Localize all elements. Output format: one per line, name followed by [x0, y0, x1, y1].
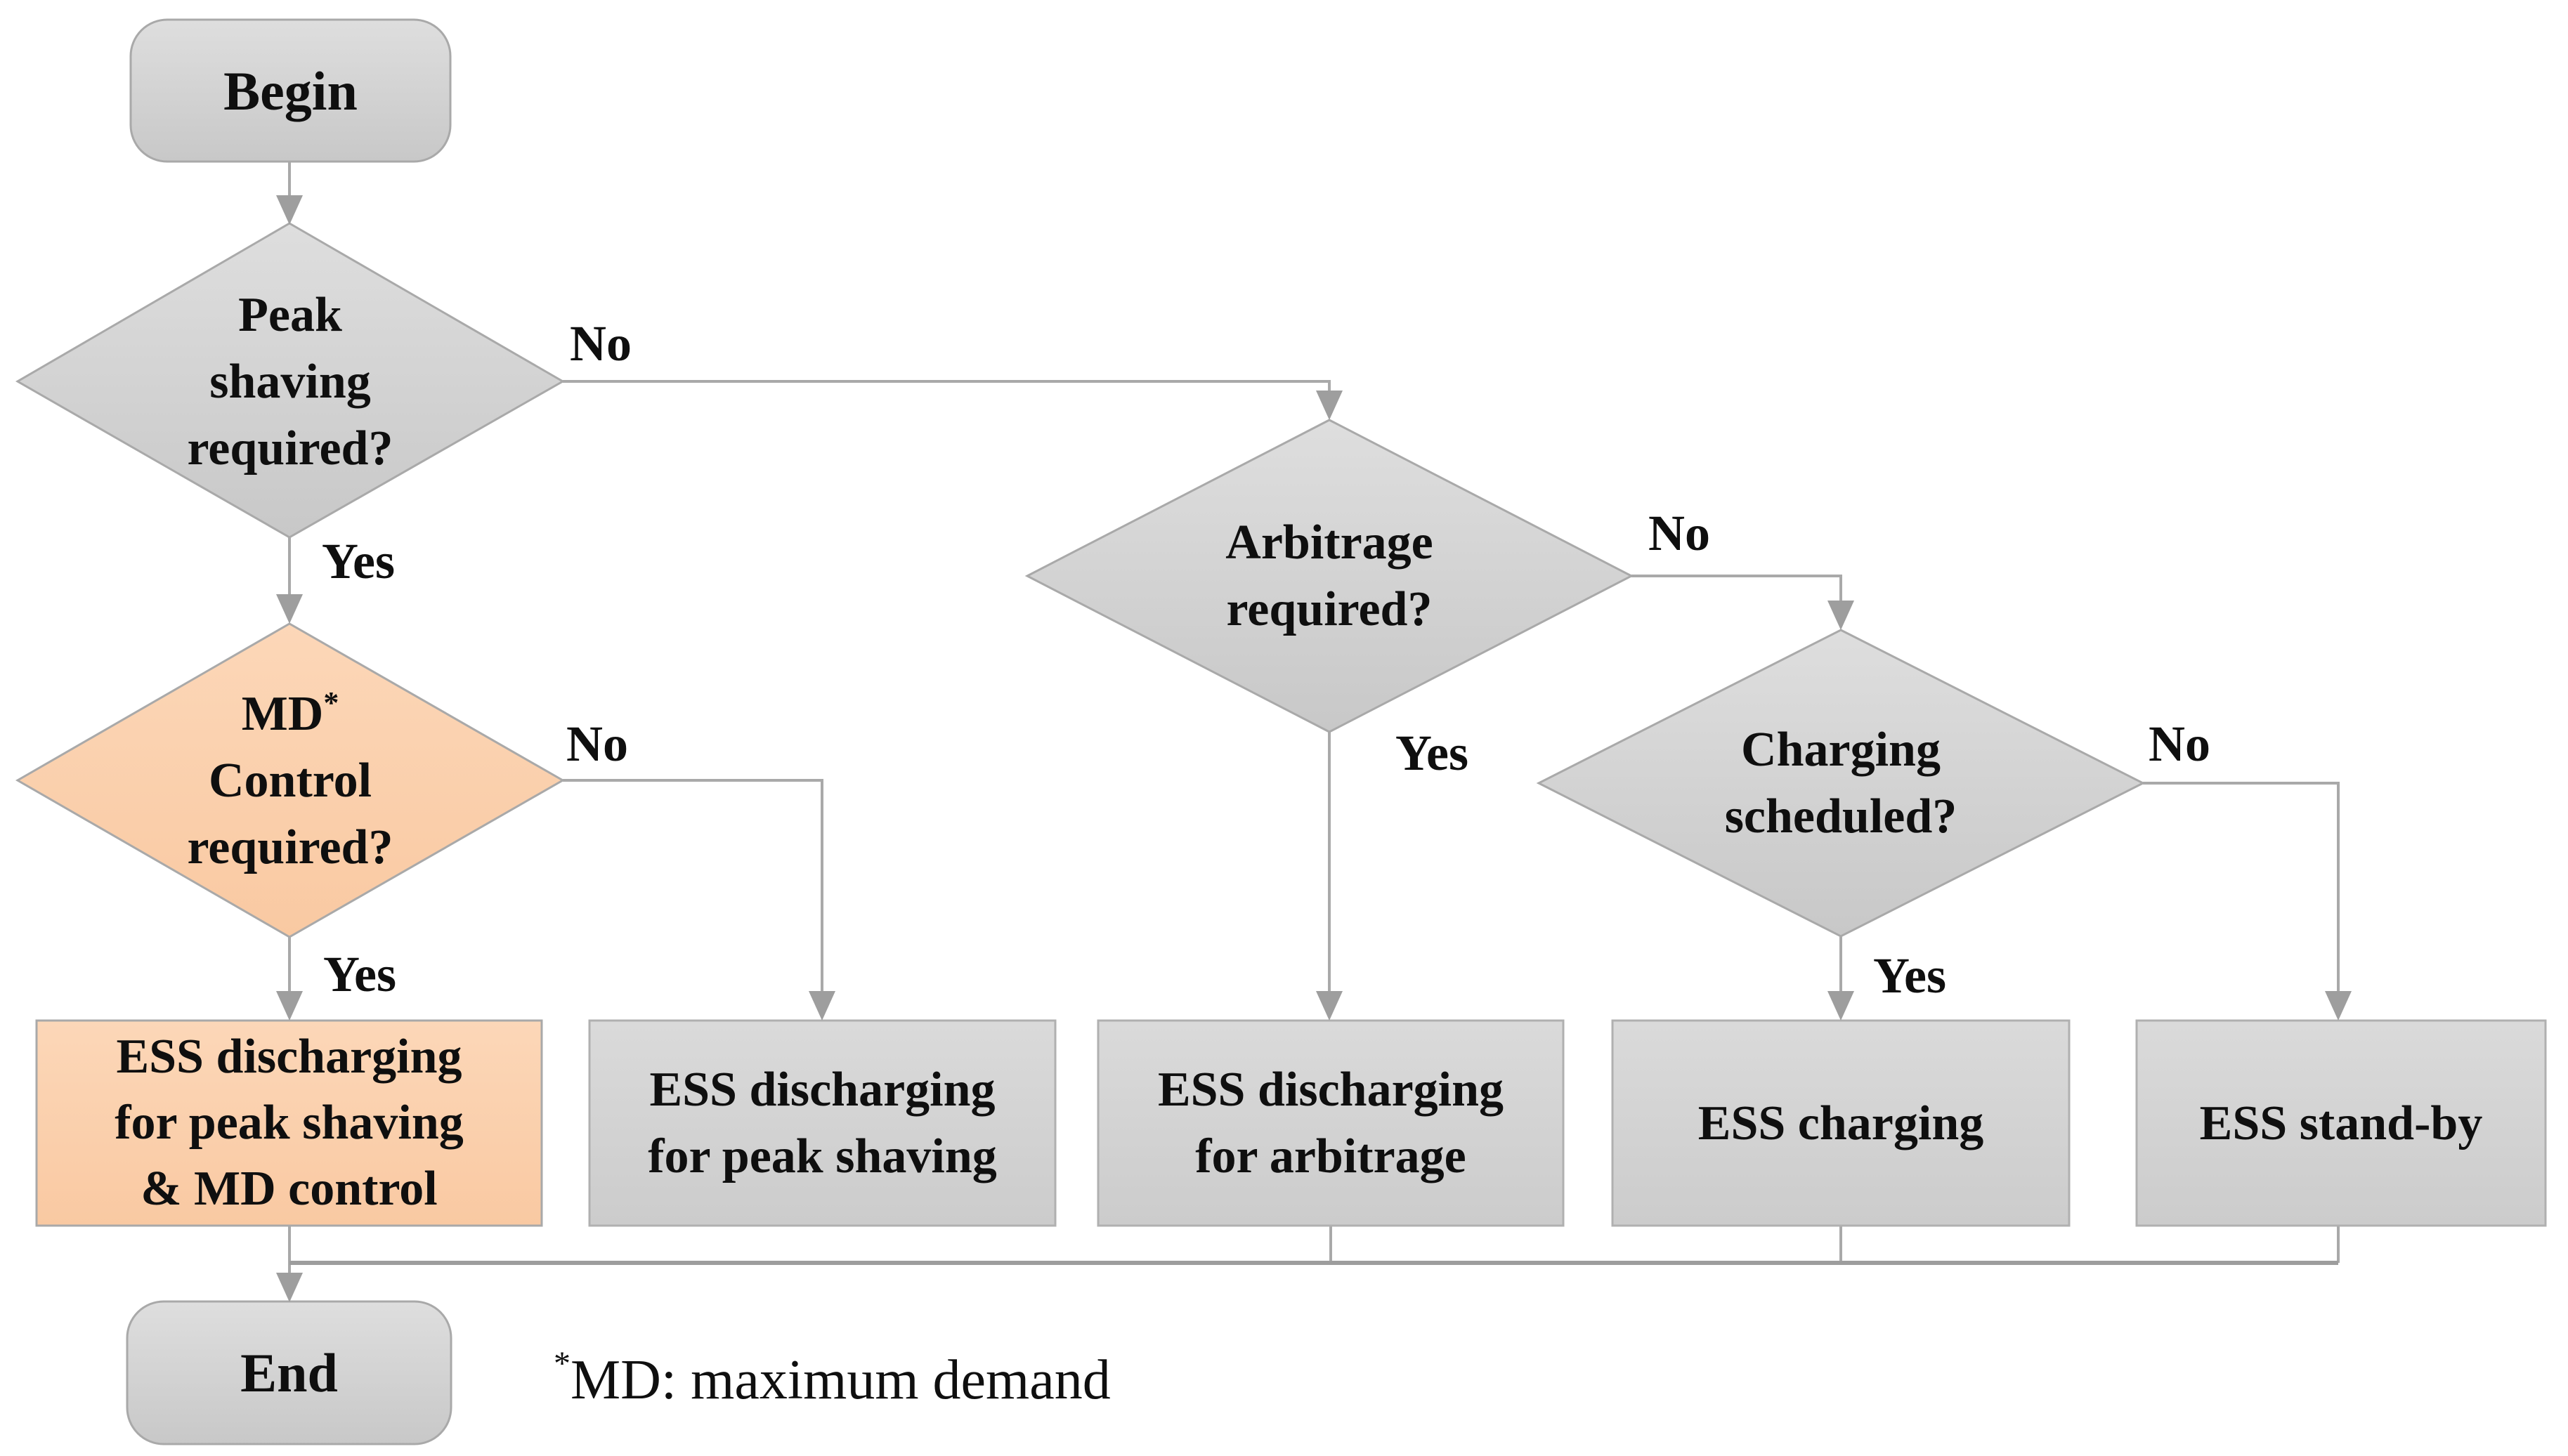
md-line2: Control	[208, 753, 372, 808]
action-charging-shape	[1611, 1019, 2071, 1227]
arbitrage-line2: required?	[1226, 582, 1433, 636]
peak-line3: required?	[187, 421, 393, 476]
arrowhead-into-box2	[809, 991, 835, 1021]
arrowhead-into-end	[276, 1273, 303, 1302]
arrowhead-into-peak	[276, 195, 303, 225]
decision-charging-label: Charging scheduled?	[1539, 716, 2143, 850]
arrowhead-into-box1	[276, 991, 303, 1021]
edge-label-charging-yes: Yes	[1873, 947, 1946, 1004]
action-discharge-arbitrage-shape	[1097, 1019, 1565, 1227]
footnote-text: MD: maximum demand	[571, 1349, 1111, 1411]
decision-md-control-shape	[15, 622, 566, 938]
action-discharge-peak-md-label: ESS discharging for peak shaving & MD co…	[37, 1021, 542, 1226]
action-discharge-peak-shape	[588, 1019, 1057, 1227]
box1-line3: & MD control	[141, 1162, 438, 1216]
edge-label-arbitrage-no: No	[1648, 505, 1710, 561]
action-charging-label: ESS charging	[1612, 1021, 2069, 1226]
arrowhead-into-md	[276, 594, 303, 624]
action-discharge-peak-label: ESS discharging for peak shaving	[589, 1021, 1055, 1226]
action-standby-shape	[2135, 1019, 2547, 1227]
arrowhead-into-box5	[2325, 991, 2352, 1021]
md-line3: required?	[187, 820, 393, 874]
begin-text: Begin	[223, 60, 358, 122]
decision-arbitrage-label: Arbitrage required?	[1027, 509, 1631, 643]
connector-peak-no	[563, 380, 1331, 392]
box3-line2: for arbitrage	[1195, 1129, 1466, 1183]
box4-line1: ESS charging	[1697, 1096, 1984, 1150]
connector-arbitrage-no	[1631, 575, 1842, 603]
footnote-asterisk: *	[554, 1344, 571, 1382]
peak-line2: shaving	[209, 354, 371, 409]
action-discharge-arbitrage-label: ESS discharging for arbitrage	[1098, 1021, 1563, 1226]
connector-md-no	[563, 779, 823, 992]
peak-line1: Peak	[238, 287, 342, 342]
connector-charging-no	[2143, 782, 2340, 992]
decision-peak-shaving-shape	[15, 222, 566, 539]
box3-line1: ESS discharging	[1157, 1063, 1504, 1117]
arrowhead-into-arbitrage	[1316, 391, 1343, 420]
end-text: End	[240, 1342, 338, 1403]
edge-label-charging-no: No	[2149, 716, 2210, 772]
md-asterisk: *	[323, 685, 339, 720]
action-standby-label: ESS stand-by	[2137, 1021, 2546, 1226]
edge-label-md-no: No	[566, 716, 628, 772]
box5-line1: ESS stand-by	[2199, 1096, 2483, 1150]
decision-charging-shape	[1536, 629, 2146, 938]
end-node-label: End	[127, 1301, 451, 1444]
begin-node-label: Begin	[131, 20, 450, 162]
decision-md-control-label: MD* Control required?	[18, 680, 563, 881]
begin-node-shape	[129, 18, 452, 163]
arrowhead-into-box3	[1316, 991, 1343, 1021]
decision-arbitrage-shape	[1024, 419, 1634, 733]
box1-line1: ESS discharging	[116, 1030, 462, 1084]
box1-line2: for peak shaving	[115, 1096, 464, 1150]
box2-line1: ESS discharging	[649, 1063, 996, 1117]
footnote: *MD: maximum demand	[554, 1338, 1111, 1422]
box2-line2: for peak shaving	[648, 1129, 997, 1183]
md-line1-wrap: MD*	[242, 681, 339, 747]
action-discharge-peak-md-shape	[35, 1019, 543, 1227]
charging-line2: scheduled?	[1724, 789, 1957, 844]
end-node-shape	[126, 1300, 452, 1445]
arrowhead-group	[276, 195, 2352, 1302]
charging-line1: Charging	[1741, 723, 1941, 777]
arrowhead-into-box4	[1827, 991, 1854, 1021]
edge-label-md-yes: Yes	[323, 946, 396, 1002]
arrowhead-into-charging	[1827, 601, 1854, 630]
edge-label-arbitrage-yes: Yes	[1395, 725, 1468, 781]
md-line1: MD	[241, 686, 324, 741]
decision-peak-shaving-label: Peak shaving required?	[18, 281, 563, 482]
connector-group	[288, 162, 2340, 1274]
arbitrage-line1: Arbitrage	[1225, 516, 1433, 570]
edge-label-peak-yes: Yes	[322, 533, 395, 589]
edge-label-peak-no: No	[570, 315, 632, 372]
